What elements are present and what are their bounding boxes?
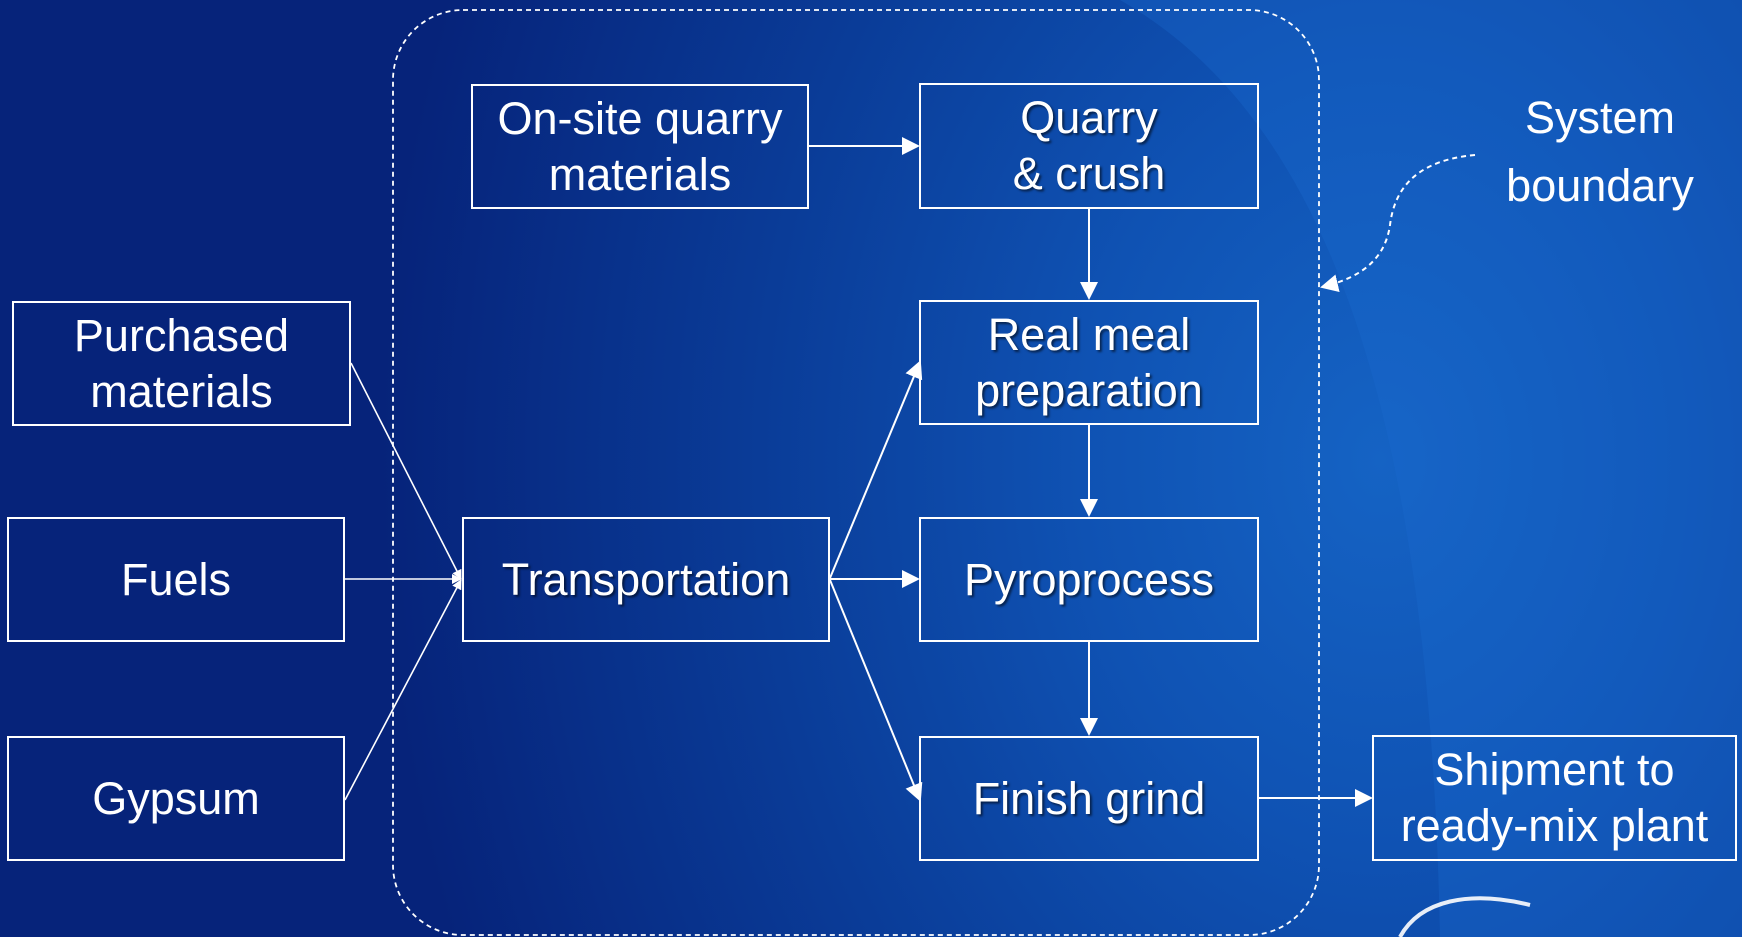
arrow-purchased-to-transport [350, 362, 462, 580]
arrow-transport-to-finish [829, 579, 923, 802]
node-shipment-to-ready-mix-plant: Shipment to ready-mix plant [1372, 735, 1737, 861]
node-raw-meal-preparation: Real meal preparation [919, 300, 1259, 425]
node-transportation: Transportation [462, 517, 830, 642]
node-pyroprocess: Pyroprocess [919, 517, 1259, 642]
node-gypsum: Gypsum [7, 736, 345, 861]
node-quarry-and-crush: Quarry & crush [919, 83, 1259, 209]
node-purchased-materials: Purchased materials [12, 301, 351, 426]
system-boundary-outline [392, 9, 1320, 936]
system-boundary-pointer [1320, 154, 1476, 293]
node-onsite-quarry-materials: On-site quarry materials [471, 84, 809, 209]
node-finish-grind: Finish grind [919, 736, 1259, 861]
node-fuels: Fuels [7, 517, 345, 642]
system-boundary-label: System boundary [1506, 92, 1694, 211]
arrow-gypsum-to-transport [344, 579, 462, 801]
arrow-transport-to-rawmeal [829, 360, 923, 579]
